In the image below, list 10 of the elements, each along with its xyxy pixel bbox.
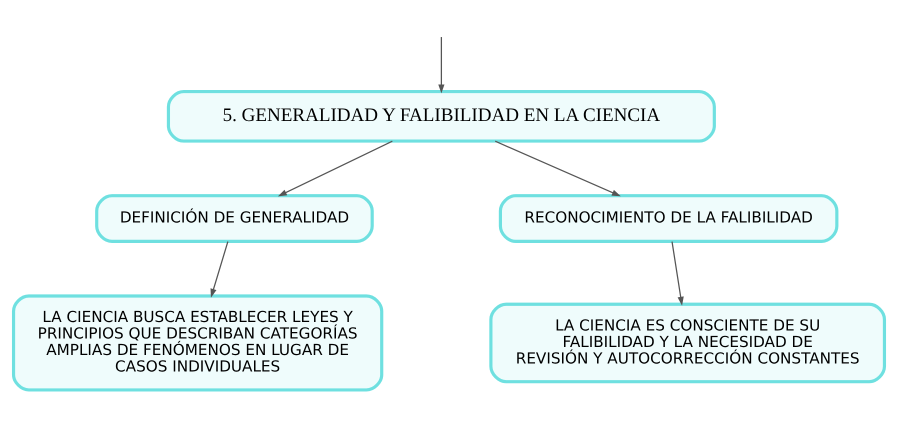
node-box: RECONOCIMIENTO DE LA FALIBILIDAD xyxy=(498,194,838,243)
node-box: 5. GENERALIDAD Y FALIBILIDAD EN LA CIENCIA xyxy=(166,90,716,143)
arrow xyxy=(278,140,393,196)
node-box: LA CIENCIA BUSCA ESTABLECER LEYES Y PRINCIPIOS QUE DESCRIBAN CATEGORÍAS AMPLIAS DE FENÓMENOS EN LUGAR DE CASOS INDIVIDUALES xyxy=(12,294,384,392)
node-box: LA CIENCIA ES CONSCIENTE DE SU FALIBILIDAD Y LA NECESIDAD DE REVISIÓN Y AUTOCORRECCIÓN CONSTANTES xyxy=(489,302,886,384)
arrow xyxy=(438,37,444,94)
arrow xyxy=(210,241,228,298)
arrow xyxy=(671,242,684,306)
arrow xyxy=(494,140,621,196)
node-box: DEFINICIÓN DE GENERALIDAD xyxy=(95,194,374,243)
